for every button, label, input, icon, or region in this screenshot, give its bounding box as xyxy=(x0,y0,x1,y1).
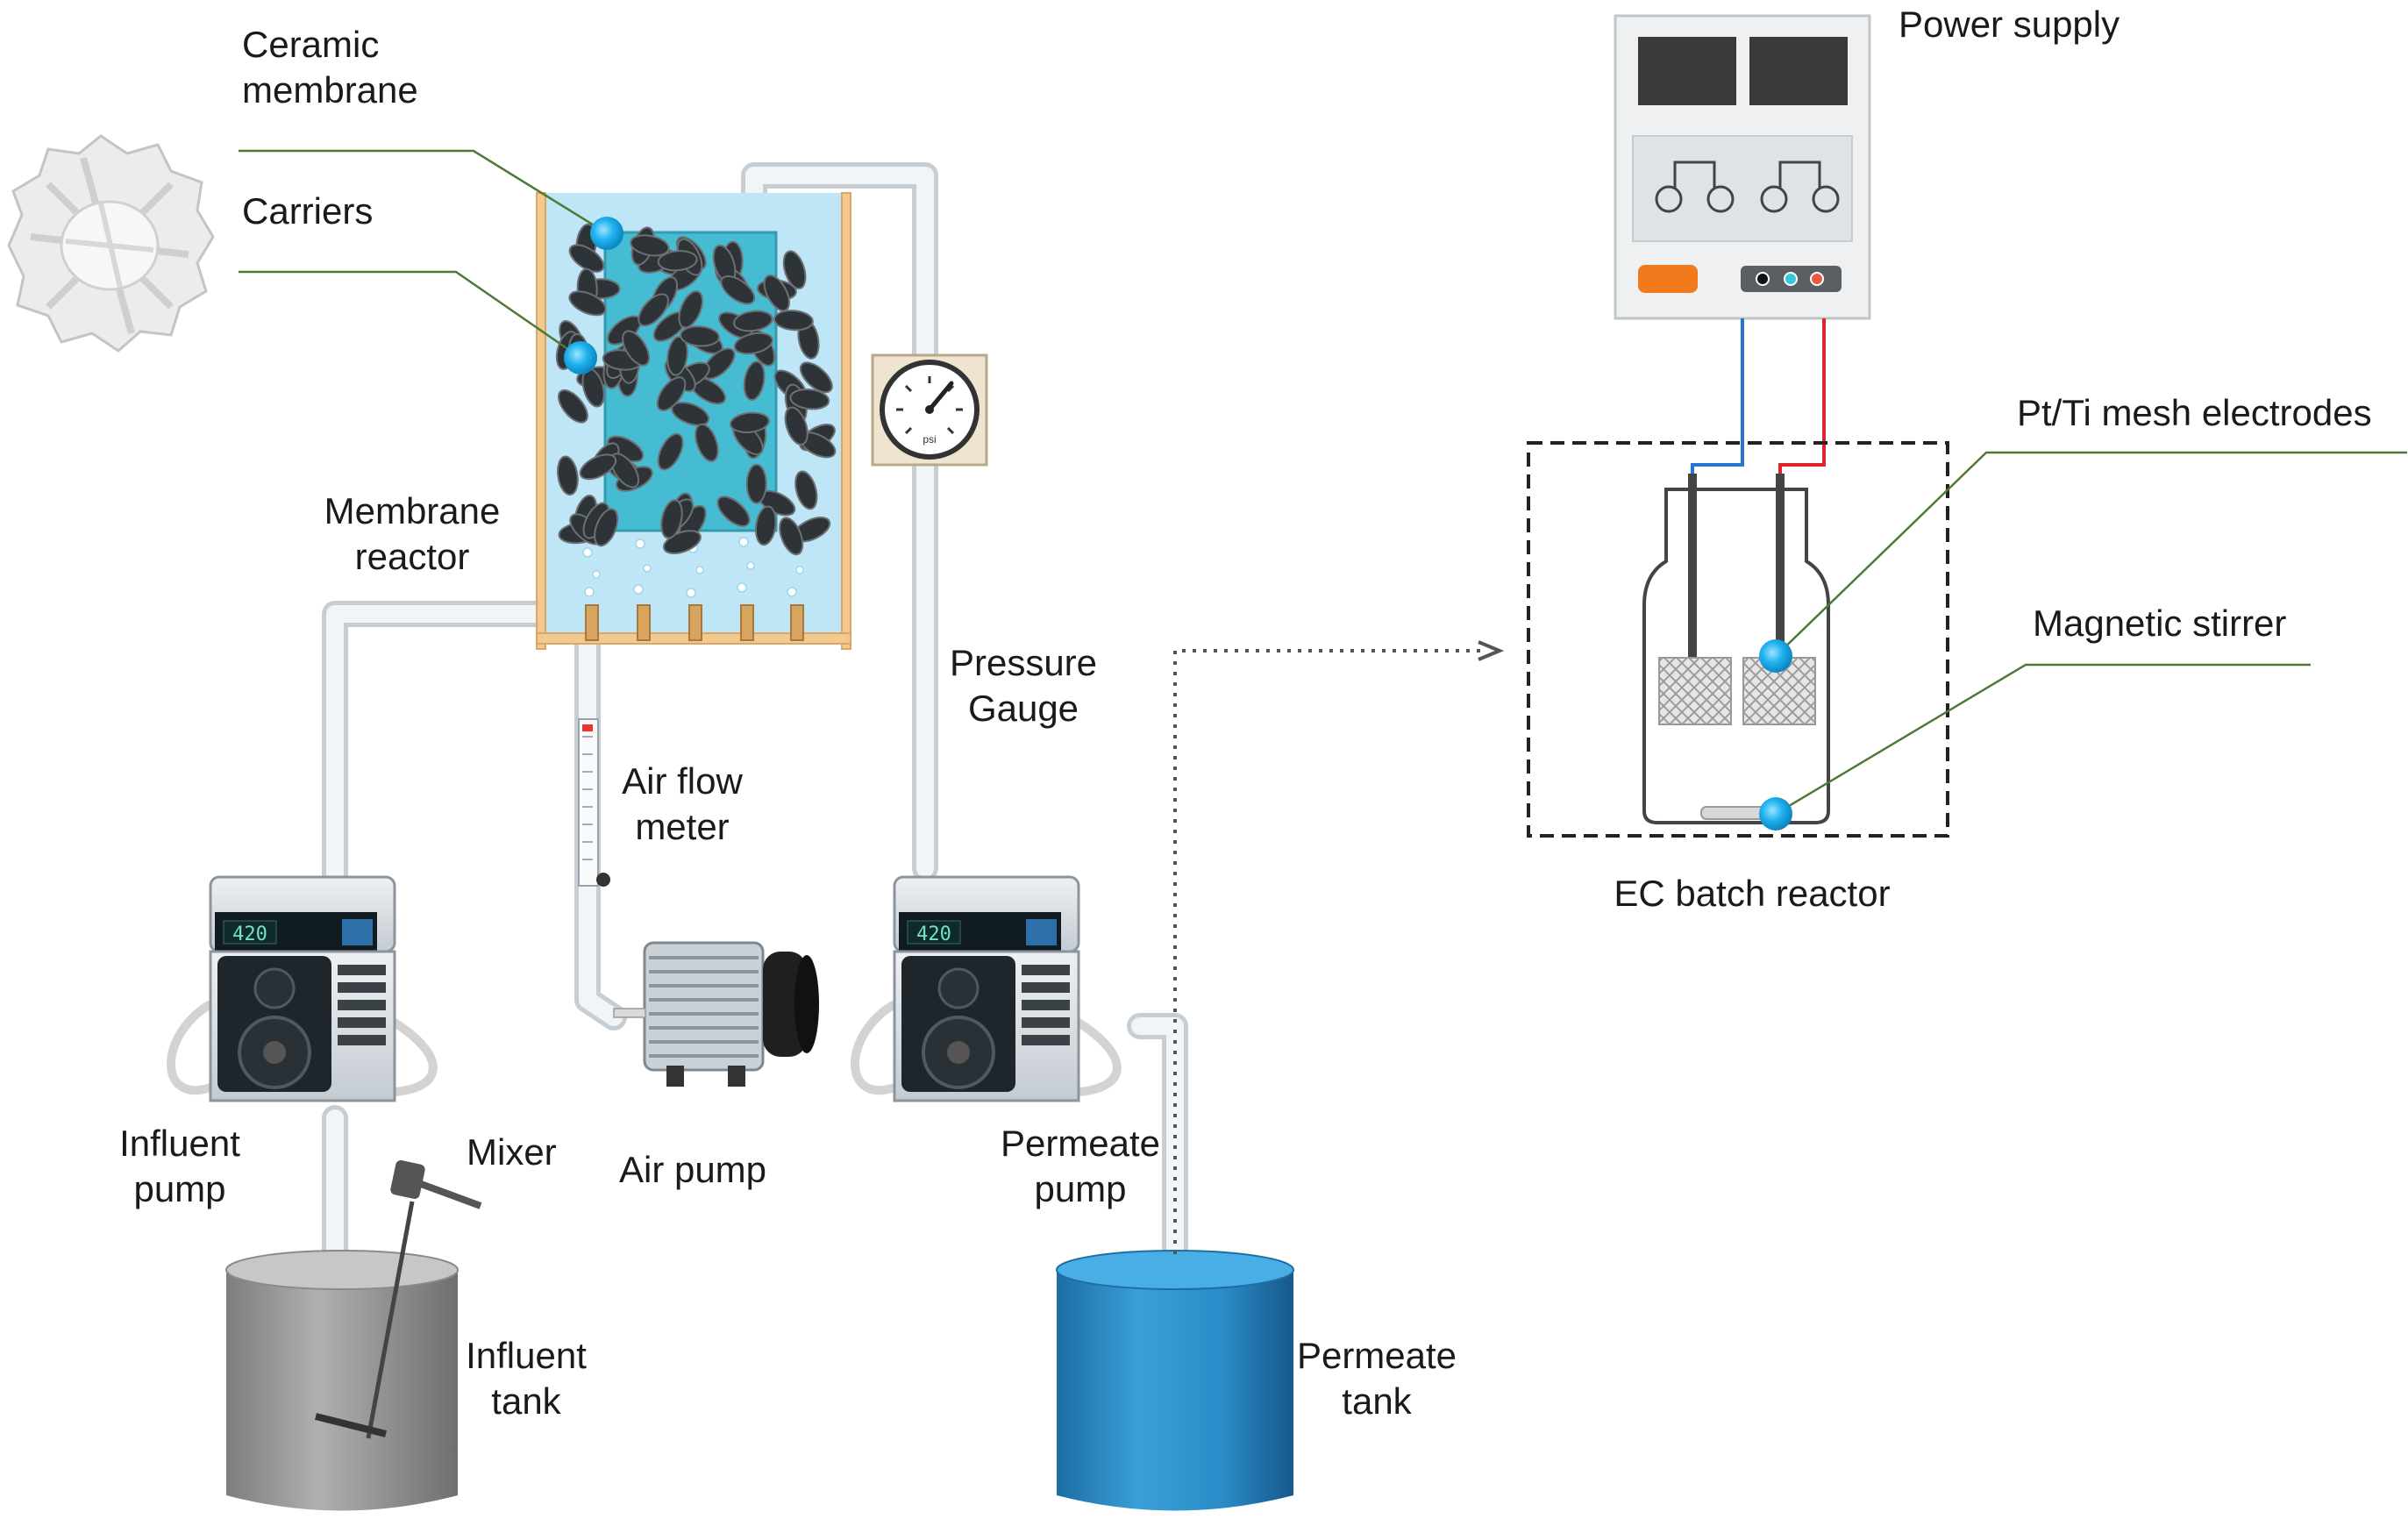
callout-markers xyxy=(564,217,1792,831)
carrier-media-piece xyxy=(794,470,818,510)
carrier-media-piece xyxy=(657,432,684,471)
carrier-media-piece xyxy=(568,244,605,273)
carrier-media-piece xyxy=(657,250,698,272)
transfer-arrowhead xyxy=(1478,640,1505,661)
carrier-media-piece xyxy=(660,499,683,539)
membrane-reactor xyxy=(536,192,851,650)
air-pump xyxy=(613,941,819,1087)
carrier-media-piece xyxy=(716,496,751,527)
permeate-pump-display: 420 xyxy=(916,923,951,945)
carrier-media-piece xyxy=(557,455,579,496)
gauge-unit: psi xyxy=(923,433,936,446)
carrier-media-piece xyxy=(557,389,588,424)
permeate-tank xyxy=(1056,1250,1294,1511)
label-power-supply: Power supply xyxy=(1899,4,2119,45)
carrier-media-piece xyxy=(695,423,719,462)
marker-electrodes xyxy=(1759,639,1792,673)
marker-carriers xyxy=(564,341,597,374)
carrier-media-piece xyxy=(789,389,830,410)
carrier-media-piece xyxy=(579,453,617,481)
label-magnetic-stirrer: Magnetic stirrer xyxy=(2033,603,2286,644)
wire-red xyxy=(1778,318,1826,478)
transfer-dotted-line xyxy=(1173,649,1486,1254)
label-carriers: Carriers xyxy=(242,190,373,232)
carrier-media-piece xyxy=(630,234,670,257)
permeate-pump-device: 420 xyxy=(851,875,1122,1102)
carrier-media-piece xyxy=(733,332,773,355)
carrier-media-piece xyxy=(754,505,777,546)
carrier-media-piece xyxy=(784,406,809,446)
label-mixer: Mixer xyxy=(467,1131,557,1173)
carrier-media-piece xyxy=(680,325,720,347)
influent-pump-display: 420 xyxy=(232,923,267,945)
carrier-media-piece xyxy=(745,463,767,504)
marker-ceramic-membrane xyxy=(590,217,623,250)
marker-stirrer xyxy=(1759,797,1792,831)
ec-batch-reactor-frame xyxy=(1527,441,1949,838)
carrier-media-piece xyxy=(782,250,807,289)
carrier-media xyxy=(555,223,837,556)
carrier-icon xyxy=(7,134,215,353)
carrier-media-piece xyxy=(732,310,773,332)
air-diffusers xyxy=(585,604,804,641)
carrier-media-piece xyxy=(773,310,814,332)
label-ec-batch-reactor: EC batch reactor xyxy=(1614,873,1890,914)
carrier-media-piece xyxy=(720,275,756,305)
leader-lines xyxy=(239,149,2407,816)
carrier-media-piece xyxy=(622,330,651,367)
carrier-media-piece xyxy=(779,517,804,556)
carrier-media-piece xyxy=(799,361,833,394)
influent-tank xyxy=(225,1250,459,1511)
carrier-media-piece xyxy=(678,290,703,329)
air-flow-meter xyxy=(578,718,610,887)
pressure-gauge: psi xyxy=(871,353,988,467)
label-pt-ti-mesh-electrodes: Pt/Ti mesh electrodes xyxy=(2017,392,2372,433)
wire-blue xyxy=(1691,318,1744,478)
mixer xyxy=(315,1160,482,1439)
mesh-electrode-left xyxy=(1658,657,1732,725)
carrier-media-piece xyxy=(763,275,790,312)
carrier-media-piece xyxy=(609,453,640,488)
power-supply xyxy=(1614,14,1871,320)
carrier-media-piece xyxy=(568,290,607,317)
carrier-media-piece xyxy=(656,376,687,411)
ec-reactor-bottle xyxy=(1642,474,1830,824)
carrier-media-piece xyxy=(638,293,669,327)
carrier-media-piece xyxy=(743,360,766,401)
label-air-pump: Air pump xyxy=(619,1149,766,1190)
carrier-media-piece xyxy=(729,411,770,433)
carrier-media-piece xyxy=(594,508,619,547)
influent-pump-device: 420 xyxy=(167,875,438,1102)
